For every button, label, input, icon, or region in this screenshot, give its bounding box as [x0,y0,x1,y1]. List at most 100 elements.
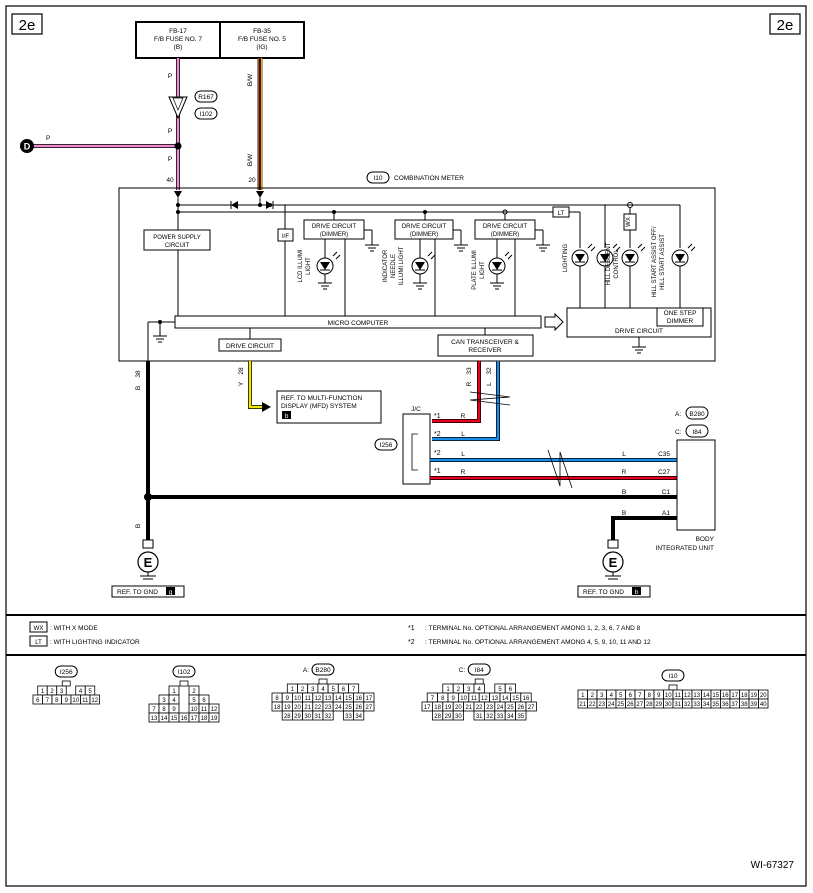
pin-number: 36 [722,702,729,708]
pin-number: 4 [610,693,614,699]
svg-text:I102: I102 [200,111,213,118]
svg-text:FB-35: FB-35 [253,28,271,35]
pin-number: 30 [455,714,462,720]
connector-tag-r167: R167 [194,90,218,103]
pin-number: 31 [476,714,483,720]
fuse-box: FB-17 F/B FUSE NO. 7 (B) FB-35 F/B FUSE … [135,21,305,59]
svg-text:INTEGRATED UNIT: INTEGRATED UNIT [656,545,714,552]
pin-number: 13 [325,696,332,702]
svg-text:CAN TRANSCEIVER &: CAN TRANSCEIVER & [451,339,519,346]
svg-text:(DIMMER): (DIMMER) [410,232,438,238]
bw-wire: B/W B/W 20 [247,58,263,190]
svg-text:I/F: I/F [282,234,289,240]
connector-latch [318,678,328,685]
page-tag-left: 2e [11,13,43,35]
pin-number: 16 [523,696,530,702]
pin-number: 7 [152,707,156,713]
pin-number: 27 [636,702,643,708]
pin-number: 12 [315,696,322,702]
pin-number: 27 [366,705,373,711]
pin-number: 5 [332,687,336,693]
svg-text:38: 38 [135,370,142,378]
svg-text:DRIVE CIRCUIT: DRIVE CIRCUIT [483,224,528,230]
svg-text:20: 20 [248,177,256,184]
svg-text:POWER SUPPLY: POWER SUPPLY [153,235,201,241]
pin-number: 25 [507,705,514,711]
led-hill-start-2 [671,243,696,310]
pin-number: 26 [627,702,634,708]
pin-number: 28 [284,714,291,720]
pin-number: 19 [445,705,452,711]
svg-text:DRIVE CIRCUIT: DRIVE CIRCUIT [615,328,663,335]
connector-prefix: A: [303,667,309,674]
pin-number: 4 [172,698,176,704]
pin-number: 2 [457,687,461,693]
combination-meter: I10 COMBINATION METER POWER SUPPLY CIRCU… [118,171,716,362]
pin-number: 7 [352,687,356,693]
pin-number: 16 [722,693,729,699]
connector-latch [61,680,71,687]
pin-number: 33 [693,702,700,708]
pin-cell [452,710,465,721]
pin-number: 29 [445,714,452,720]
figure-id: WI-67327 [751,860,795,871]
svg-text:32: 32 [486,367,493,375]
svg-text:I256: I256 [380,442,393,449]
svg-text:B/W: B/W [247,73,254,86]
led-lighting: LIGHTING [563,244,596,310]
svg-text:R: R [461,413,466,420]
svg-text:P: P [46,135,50,142]
pin-number: 13 [151,716,158,722]
pin-number: 25 [345,705,352,711]
pin-number: 1 [41,689,45,695]
pin-number: 11 [82,698,89,704]
pin-number: 17 [191,716,198,722]
pin-number: 3 [467,687,471,693]
pin-number: 14 [161,716,168,722]
can-wires: 33 R 32 L R L [432,361,511,441]
svg-text:B: B [135,386,142,390]
dimmer-circuit-1: DRIVE CIRCUIT (DIMMER) LCD ILLUMI LIGHT [298,212,379,316]
svg-text:LIGHT: LIGHT [480,261,486,279]
svg-text:C:: C: [675,429,682,436]
svg-text:PLATE ILLUMI: PLATE ILLUMI [472,250,478,290]
svg-text:R167: R167 [198,94,214,101]
pin-number: 10 [191,707,198,713]
dimmer-circuit-3: DRIVE CIRCUIT (DIMMER) PLATE ILLUMI LIGH… [472,214,550,316]
pink-wire: D P P P P 40 R167 I102 [20,58,218,190]
body-integrated-unit: A: B280 C: I84 BODY INTEGRATED UNIT [656,406,716,552]
svg-text:BODY: BODY [696,536,715,543]
svg-text:B: B [622,489,626,496]
pin-number: 6 [629,693,633,699]
svg-text:INDICATOR: INDICATOR [383,249,389,282]
svg-text:MICRO COMPUTER: MICRO COMPUTER [328,320,389,327]
svg-text:LIGHT: LIGHT [306,257,312,275]
pin-number: 9 [657,693,661,699]
svg-text:E: E [144,555,153,570]
pin-number: 8 [648,693,652,699]
connector-label-tag [467,663,491,676]
pin-number: 8 [275,696,279,702]
pin-number: 18 [434,705,441,711]
pin-cell [89,694,100,705]
pin-number: 39 [750,702,757,708]
pin-number: 1 [172,689,176,695]
pin-number: 24 [608,702,615,708]
pin-number: 8 [441,696,445,702]
svg-text:A:: A: [675,411,681,418]
pin-number: 30 [665,702,672,708]
pin-number: 20 [455,705,462,711]
joint-connector: J/C I256 *1 *2 *2 *1 [374,406,441,485]
svg-text:DRIVE CIRCUIT: DRIVE CIRCUIT [402,224,447,230]
pin-number: 11 [305,696,312,702]
svg-text:ONE STEP: ONE STEP [664,310,697,317]
pin-number: 16 [181,716,188,722]
connector-label-tag [661,669,685,682]
pin-number: 9 [452,696,456,702]
ground-right: E REF. TO GND b [577,539,651,598]
pin-number: 10 [72,698,79,704]
pin-number: 18 [201,716,208,722]
